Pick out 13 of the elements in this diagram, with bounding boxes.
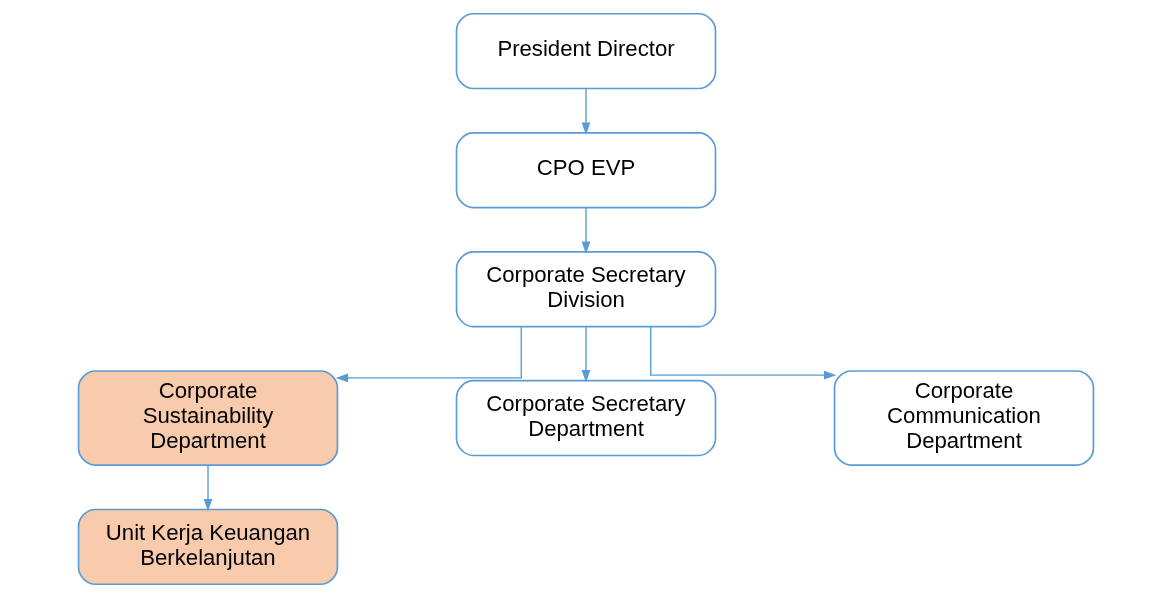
node-box: Unit Kerja Keuangan Berkelanjutan (77, 508, 338, 586)
arrow (203, 464, 212, 512)
arrow (581, 207, 590, 254)
arrow (581, 88, 590, 135)
node-box: Corporate Sustainability Department (77, 370, 338, 466)
node-box: Corporate Communication Department (833, 370, 1094, 466)
node-box: Corporate Secretary Department (455, 379, 716, 457)
arrow (335, 326, 522, 383)
arrow (649, 326, 836, 380)
arrow (581, 326, 590, 383)
node-box: President Director (455, 12, 716, 90)
node-box: CPO EVP (455, 132, 716, 209)
node-box: Corporate Secretary Division (455, 251, 716, 328)
